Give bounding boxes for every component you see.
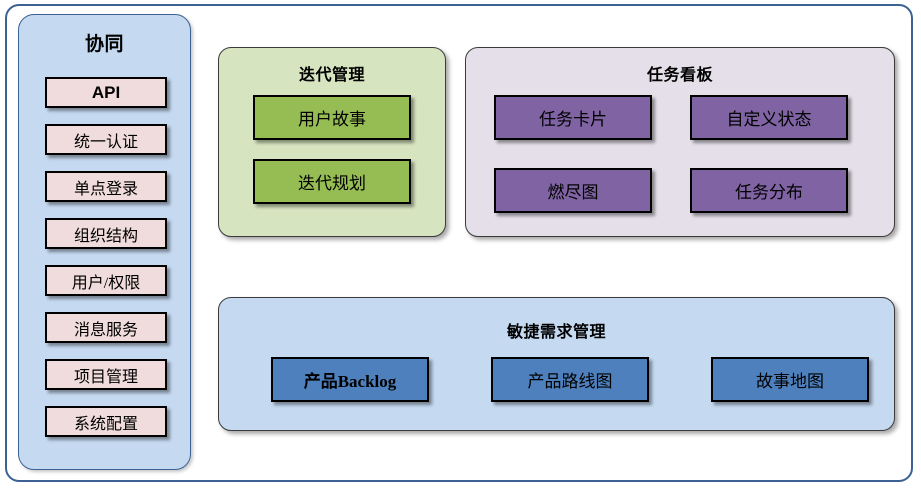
taskboard-box-task-card[interactable]: 任务卡片: [494, 95, 652, 140]
task-board-title: 任务看板: [646, 67, 713, 84]
iteration-box-user-story[interactable]: 用户故事: [253, 95, 411, 140]
sidebar-item-sso[interactable]: 单点登录: [45, 171, 167, 202]
iteration-management-panel: 迭代管理 用户故事 迭代规划: [218, 47, 446, 237]
sidebar-title: 协同: [84, 34, 124, 55]
sidebar-item-api[interactable]: API: [45, 77, 167, 108]
agile-box-product-roadmap[interactable]: 产品路线图: [491, 357, 649, 402]
sidebar-item-org-structure[interactable]: 组织结构: [45, 218, 167, 249]
sidebar-item-message-service[interactable]: 消息服务: [45, 312, 167, 343]
iteration-management-title: 迭代管理: [298, 67, 365, 84]
agile-box-product-backlog[interactable]: 产品Backlog: [271, 357, 429, 402]
taskboard-box-custom-status[interactable]: 自定义状态: [690, 95, 848, 140]
sidebar-item-system-config[interactable]: 系统配置: [45, 406, 167, 437]
agile-requirement-management-title: 敏捷需求管理: [506, 324, 606, 341]
iteration-box-iteration-planning[interactable]: 迭代规划: [253, 159, 411, 204]
sidebar-item-user-permission[interactable]: 用户/权限: [45, 265, 167, 296]
sidebar-item-unified-auth[interactable]: 统一认证: [45, 124, 167, 155]
sidebar-item-project-management[interactable]: 项目管理: [45, 359, 167, 390]
task-board-panel: 任务看板 任务卡片 自定义状态 燃尽图 任务分布: [465, 47, 895, 237]
agile-requirement-management-panel: 敏捷需求管理 产品Backlog 产品路线图 故事地图: [218, 297, 895, 431]
taskboard-box-burndown-chart[interactable]: 燃尽图: [494, 168, 652, 213]
sidebar-collaboration-panel: 协同 API 统一认证 单点登录 组织结构 用户/权限 消息服务 项目管理 系统…: [18, 14, 191, 470]
taskboard-box-task-distribution[interactable]: 任务分布: [690, 168, 848, 213]
agile-box-story-map[interactable]: 故事地图: [711, 357, 869, 402]
